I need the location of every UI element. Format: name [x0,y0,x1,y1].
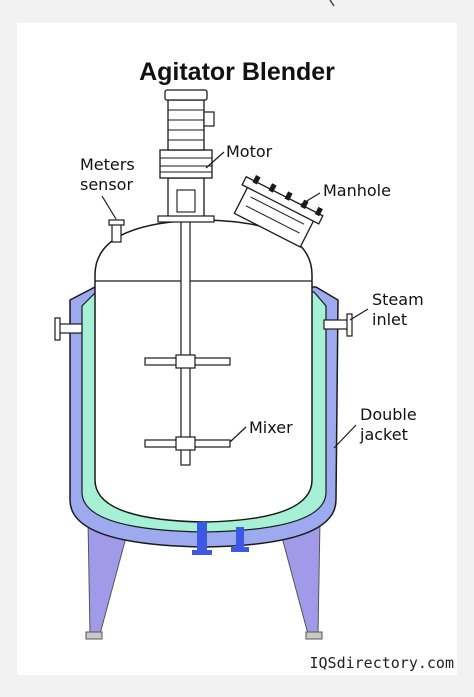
label-manhole: Manhole [323,181,391,200]
motor-terminal-box [203,111,215,127]
label-steam-inlet-line-1: Steam [372,290,424,309]
label-double-jacket-line-2: jacket [360,425,408,444]
drive-base [157,215,215,223]
leg-left-foot [85,631,103,640]
leader-manhole [299,192,321,206]
label-motor: Motor [226,142,273,161]
page-title: Agitator Blender [139,58,335,86]
right-nozzle-flange [346,313,353,337]
leg-right-foot [305,631,323,640]
left-nozzle-flange [54,317,61,341]
vessel-body [94,219,313,523]
paddle-lower-hub [175,436,196,451]
manhole [233,175,324,248]
leader-steam-inlet [349,308,369,321]
label-mixer: Mixer [249,418,293,437]
meters-sensor-nozzle [111,223,122,243]
bottom-outlet-left-cap [192,550,212,555]
bottom-outlet-right-cap [231,547,249,552]
label-meters-sensor-line-1: Meters [80,155,135,174]
leader-mixer [229,426,247,443]
top-mark [329,0,335,7]
coupling [159,149,213,179]
label-meters-sensor-line-2: sensor [80,175,134,194]
bottom-outlet-left [197,522,207,550]
meters-sensor-cap [108,219,125,226]
leader-double-jacket [333,424,357,449]
label-double-jacket-line-1: Double [360,405,417,424]
label-steam-inlet: Steam inlet [372,290,424,330]
label-double-jacket: Double jacket [360,405,417,445]
drive-frame-window [176,189,196,213]
agitator-shaft [180,209,191,466]
leader-meters-sensor [101,195,117,220]
motor-body [167,99,205,151]
left-nozzle [57,323,83,334]
label-meters-sensor: Meters sensor [80,155,135,195]
label-steam-inlet-line-2: inlet [372,310,408,329]
bottom-outlet-right [236,527,244,547]
paddle-upper-hub [175,354,196,369]
leader-motor [205,151,225,169]
right-nozzle [323,319,349,330]
site-credit: IQSdirectory.com [309,654,455,672]
motor-top [164,89,208,101]
